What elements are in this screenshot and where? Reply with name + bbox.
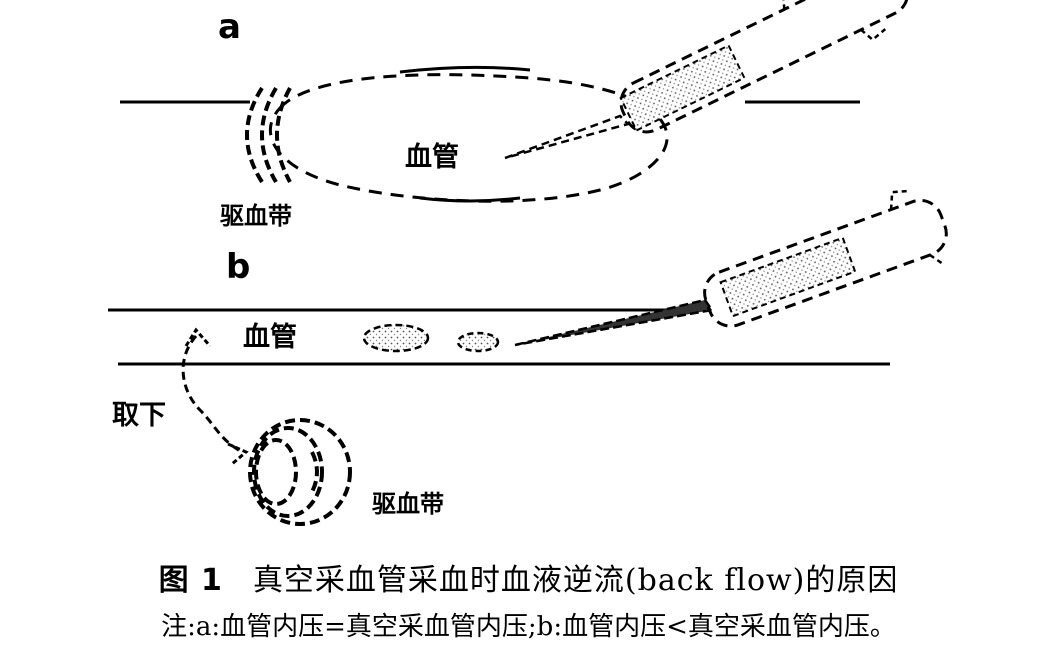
removal-arrow (181, 335, 243, 454)
panel-b-label: b (226, 247, 250, 287)
tourniquet-b (248, 418, 352, 526)
panel-b: b 血管 取下 驱血带 (108, 189, 948, 526)
vacuum-tube-b (703, 189, 948, 328)
figure-note: 注:a:血管内压=真空采血管内压;b:血管内压<真空采血管内压。 (161, 612, 896, 642)
tourniquet-a (245, 86, 292, 184)
arm-bottom-curve (419, 196, 521, 203)
panel-b-vessel-label: 血管 (243, 322, 297, 353)
panel-b-tourniquet-label: 驱血带 (372, 490, 444, 518)
panel-a: a 血管 驱血带 (120, 0, 910, 230)
panel-a-label: a (218, 7, 241, 47)
blood-clump-2 (456, 331, 500, 353)
blood-clump-1 (362, 323, 430, 353)
needle-b (514, 298, 715, 347)
figure-number: 图 1 (158, 563, 223, 598)
figure-title: 真空采血管采血时血液逆流(back flow)的原因 (252, 563, 899, 598)
panel-a-tourniquet-label: 驱血带 (220, 202, 292, 230)
swollen-vessel (268, 73, 669, 203)
needle-a (504, 114, 631, 160)
removal-arrow-tail (227, 442, 249, 466)
arm-top-curve (399, 65, 531, 74)
figure-caption: 图 1 真空采血管采血时血液逆流(back flow)的原因 (0, 555, 1057, 599)
removal-arrowhead (184, 327, 212, 347)
vacuum-tube-a (619, 0, 910, 134)
panel-a-vessel-label: 血管 (405, 142, 459, 173)
panel-b-remove-label: 取下 (112, 400, 166, 431)
